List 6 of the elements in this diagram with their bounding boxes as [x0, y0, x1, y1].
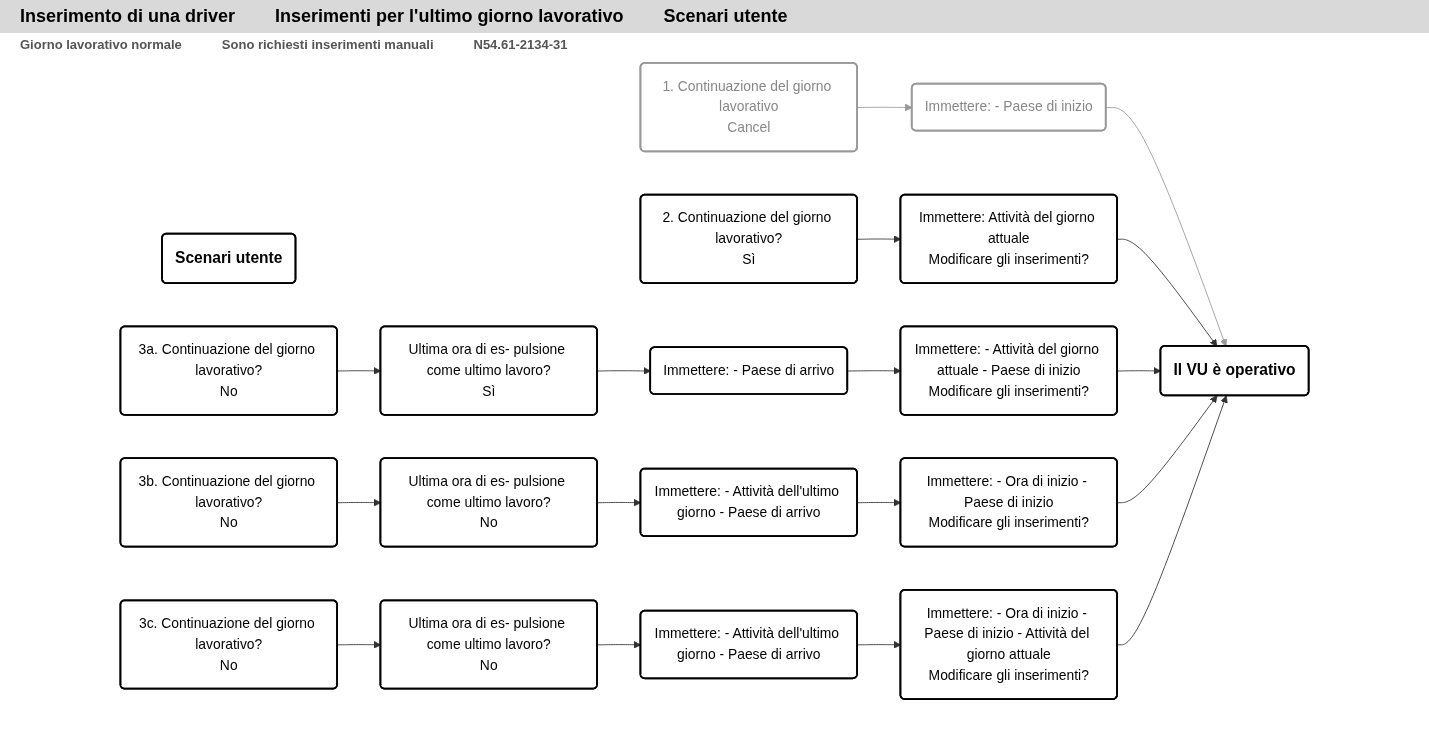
figure-number: N54.61-2134-31	[473, 37, 568, 52]
column-heading: Inserimenti per l'ultimo giorno lavorativo	[275, 6, 624, 27]
section-heading: Sono richiesti inserimenti manuali	[221, 37, 434, 52]
column-heading: Scenari utente	[663, 6, 788, 27]
column-heading: Inserimento di una driver	[20, 6, 236, 27]
section-heading: Giorno lavorativo normale	[20, 37, 182, 52]
